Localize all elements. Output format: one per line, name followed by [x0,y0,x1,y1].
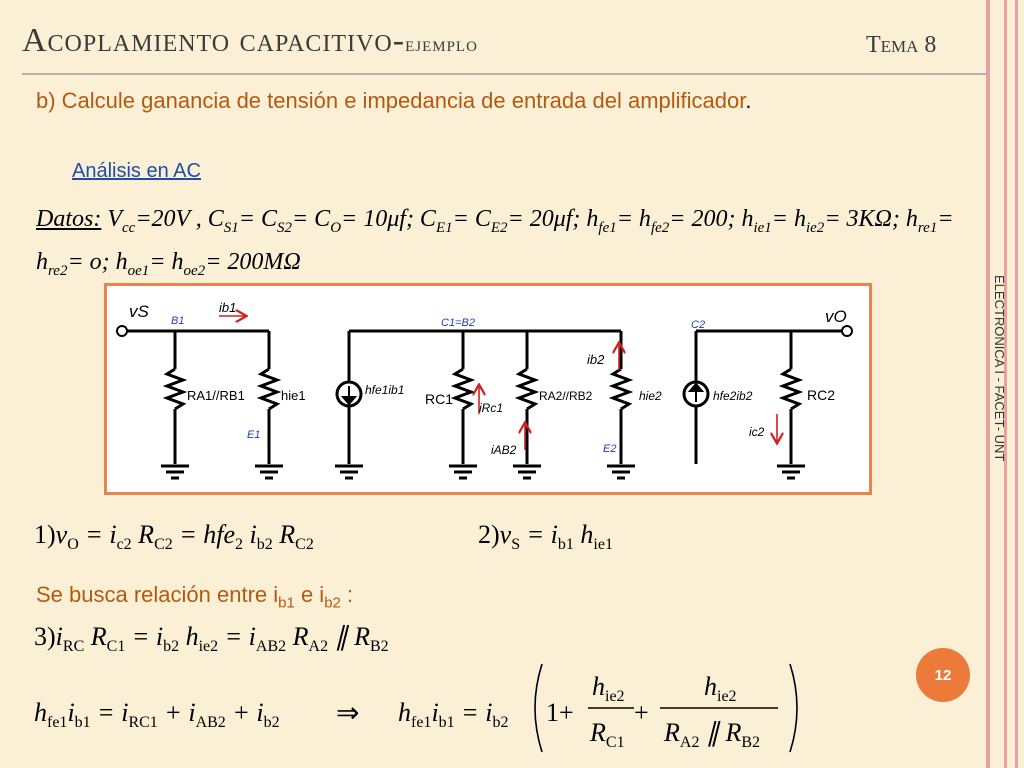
ra1rb1-label: RA1//RB1 [187,388,245,403]
fraction-1-numerator: hie2 [592,672,625,706]
iab2-label: iAB2 [491,443,517,457]
node-e1-label: E1 [247,429,260,441]
equation-3: 3)iRC RC1 = ib2 hie2 = iAB2 RA2 ∥ RB2 [34,622,389,656]
vs-label: vS [129,302,150,321]
node-c1b2-label: C1=B2 [441,317,475,329]
hie2-label: hie2 [639,389,662,403]
fraction-brackets [534,663,798,753]
fraction-1-denominator: RC1 [590,718,625,752]
decor-stripe [1004,0,1007,768]
plus-sign: + [634,698,649,727]
decor-stripe [1015,0,1018,768]
node-c2-label: C2 [691,319,705,331]
node-e2-label: E2 [603,443,616,455]
hie1-label: hie1 [281,388,306,403]
data-paragraph: Datos: Vcc=20V , CS1= CS2= CO= 10μf; CE1… [36,206,954,279]
fraction-2-denominator: RA2 ∥ RB2 [664,718,761,752]
page-number-badge: 12 [916,648,970,702]
irc1-label: iRc1 [479,401,503,415]
implies-arrow: ⇒ [336,698,360,729]
ib2-label: ib2 [587,352,605,367]
node-b1-label: B1 [171,315,184,327]
ac-analysis-link[interactable]: Análisis en AC [72,160,201,182]
ac-equivalent-circuit: vS vO B1 C1=B2 C2 ib1 ib2 RA1//RB1 hie1 … [104,283,872,495]
equation-1: 1)vO = ic2 RC2 = hfe2 ib2 RC2 [34,520,314,554]
rc1-label: RC1 [425,391,453,407]
topic-label: Tema 8 [866,32,937,58]
ib1-label: ib1 [219,300,236,315]
question-text: b) Calcule ganancia de tensión e impedan… [36,88,752,113]
equation-2: 2)vS = ib1 hie1 [478,520,613,554]
ic2-label: ic2 [749,425,765,439]
vo-label: vO [825,307,847,326]
one-plus: 1+ [546,698,574,727]
relation-text: Se busca relación entre ib1 e ib2 : [36,582,354,612]
hfe2ib2-label: hfe2ib2 [713,389,753,403]
slide-title: Acoplamiento capacitivo-ejemplo [22,22,478,59]
title-divider [22,73,988,75]
rc2-label: RC2 [807,387,835,403]
equation-4-right: hfe1ib1 = ib2 [398,698,509,732]
fraction-2-numerator: hie2 [704,672,737,706]
hfe1ib1-label: hfe1ib1 [365,383,404,397]
decor-stripe [986,0,990,768]
equation-4-left: hfe1ib1 = iRC1 + iAB2 + ib2 [34,698,280,732]
ra2rb2-label: RA2//RB2 [539,389,593,403]
side-footer-text: ELECTRONICA I - FACET- UNT [992,275,1007,462]
